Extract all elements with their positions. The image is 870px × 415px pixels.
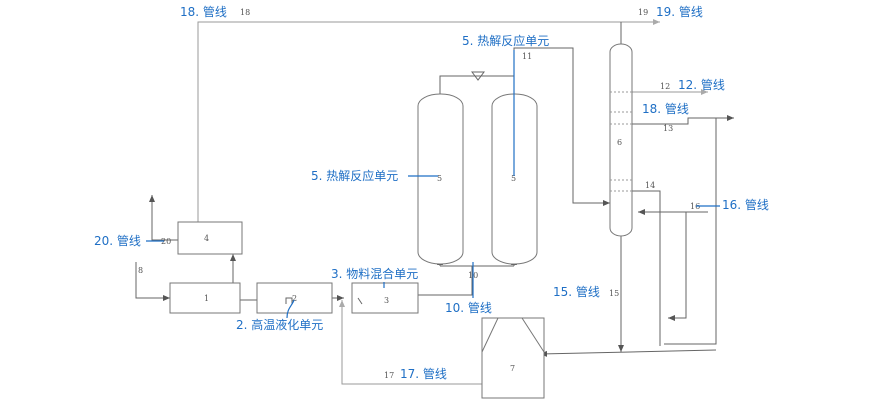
column-6-number: 6	[617, 138, 622, 147]
callout-3: 3. 物料混合单元	[331, 266, 418, 281]
unit-2-tab	[285, 297, 293, 304]
stream-13-number: 13	[663, 124, 673, 133]
callout-16: 16. 管线	[722, 197, 769, 212]
reactor-a-number: 5	[437, 174, 442, 183]
unit-4-number: 4	[204, 234, 209, 243]
line-14	[631, 190, 661, 346]
callout-19: 19. 管线	[656, 4, 703, 19]
callout-5-left: 5. 热解反应单元	[311, 168, 398, 183]
stream-17-number: 17	[384, 371, 394, 380]
line-8	[135, 262, 170, 301]
line-to-hopper	[539, 349, 717, 357]
unit-3-box	[351, 282, 419, 314]
stream-12-number: 12	[660, 82, 670, 91]
line-17	[339, 300, 482, 385]
callout-18-top: 18. 管线	[180, 4, 227, 19]
stream-18-number: 18	[240, 8, 250, 17]
reactor-a	[417, 93, 464, 265]
line-13-loop	[664, 118, 717, 345]
stream-15-number: 15	[609, 289, 619, 298]
hopper-7-cone	[481, 317, 545, 353]
stream-19-number: 19	[638, 8, 648, 17]
stream-8-number: 8	[138, 266, 143, 275]
callout-12: 12. 管线	[678, 77, 725, 92]
stream-14-number: 14	[645, 181, 655, 190]
unit-1-number: 1	[204, 294, 209, 303]
unit-1-box	[169, 282, 241, 314]
callout-17: 17. 管线	[400, 366, 447, 381]
callout-18-right: 18. 管线	[642, 101, 689, 116]
callout-10: 10. 管线	[445, 300, 492, 315]
unit-3-number: 3	[384, 296, 389, 305]
hopper-7-number: 7	[510, 364, 515, 373]
reactor-b-number: 5	[511, 174, 516, 183]
stream-11-number: 11	[522, 52, 532, 61]
callout-20: 20. 管线	[94, 233, 141, 248]
line-18-top	[197, 19, 660, 222]
callout-2: 2. 高温液化单元	[236, 317, 323, 332]
unit-2-number: 2	[292, 294, 297, 303]
line-3-to-reactors	[418, 266, 473, 296]
line-20	[149, 195, 178, 241]
leader-2	[286, 299, 295, 319]
unit-3-tab	[357, 297, 363, 305]
line-reactor-valve	[471, 71, 485, 81]
line-16-recycle	[668, 212, 687, 321]
stream-20-number: 20	[161, 237, 171, 246]
callout-5-top: 5. 热解反应单元	[462, 33, 549, 48]
callout-15: 15. 管线	[553, 284, 600, 299]
line-13	[631, 115, 734, 125]
stream-16-number: 16	[690, 202, 700, 211]
unit-2-box	[256, 282, 333, 314]
unit-4-box	[177, 221, 243, 255]
